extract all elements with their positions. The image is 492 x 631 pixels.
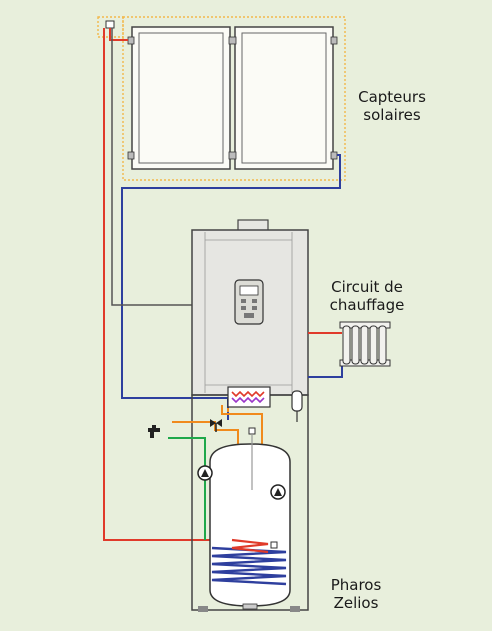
collector-area-border	[122, 16, 346, 181]
expansion-vessel-icon	[291, 390, 303, 422]
collector-sensor	[105, 20, 115, 29]
tank-sensor	[248, 427, 256, 435]
heat-exchanger-icon	[227, 386, 271, 408]
mixing-valve	[210, 419, 222, 432]
unit-foot	[290, 606, 300, 612]
pump-icon	[197, 465, 213, 481]
collectors-label-line2: solaires	[363, 106, 421, 124]
radiator-icon	[339, 321, 391, 367]
lower-sensor	[270, 541, 278, 549]
unit-foot	[198, 606, 208, 612]
product-label-line2: Zelios	[333, 594, 379, 612]
pump-icon	[270, 484, 286, 500]
heating-circuit-label: Circuit de chauffage	[312, 278, 422, 314]
heating-circuit-label-line2: chauffage	[329, 296, 405, 314]
product-label-line1: Pharos	[330, 576, 382, 594]
dhw-orange-pipe-left	[172, 421, 239, 455]
faucet-icon	[148, 425, 160, 438]
heating-return-pipe	[308, 360, 343, 378]
solar-coil	[211, 538, 287, 586]
sensor-cable	[111, 28, 192, 306]
tank-drain	[242, 603, 258, 610]
collectors-label: Capteurs solaires	[352, 88, 432, 124]
cold-water-pipe	[168, 437, 206, 540]
collectors-label-line1: Capteurs	[358, 88, 426, 106]
control-panel-icon	[234, 279, 264, 325]
heating-circuit-label-line1: Circuit de	[331, 278, 403, 296]
solar-panel-icon	[127, 26, 338, 170]
solar-hot-pipe	[109, 28, 128, 41]
product-label: Pharos Zelios	[318, 576, 394, 612]
dhw-orange-pipe-right	[221, 405, 263, 455]
